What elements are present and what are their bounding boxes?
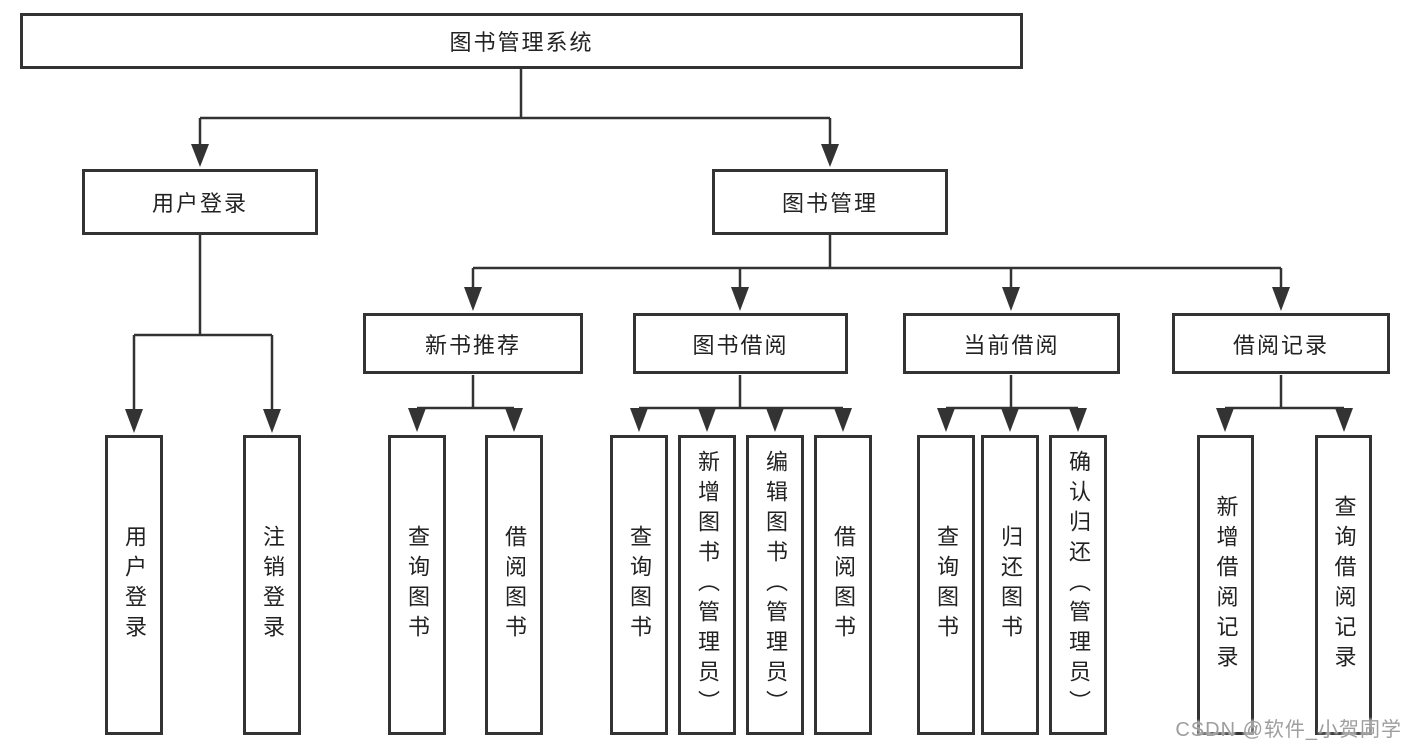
node-book-borrowing-label: 图书借阅 <box>692 332 789 358</box>
node-new-book-recommendation: 新书推荐 <box>363 313 583 374</box>
node-root: 图书管理系统 <box>20 13 1023 69</box>
leaf-return-book: 归还图书 <box>981 435 1039 735</box>
leaf-confirm-return-admin: 确认归还（管理员） <box>1049 435 1107 735</box>
node-current-borrowing-label: 当前借阅 <box>963 332 1060 358</box>
leaf-query-borrow-record: 查询借阅记录 <box>1315 435 1372 735</box>
node-book-borrowing: 图书借阅 <box>633 313 848 374</box>
csdn-watermark: CSDN @软件_小贺同学 <box>1175 719 1402 741</box>
leaf-borrow-books-2: 借阅图书 <box>814 435 872 735</box>
node-current-borrowing: 当前借阅 <box>903 313 1120 374</box>
node-borrowing-records: 借阅记录 <box>1172 313 1390 374</box>
node-user-login-label: 用户登录 <box>151 191 248 216</box>
arrowhead-icons <box>125 144 1353 433</box>
node-user-login: 用户登录 <box>82 169 318 235</box>
leaf-user-login: 用户登录 <box>105 435 163 735</box>
leaf-borrow-books-1-label: 借阅图书 <box>502 525 527 645</box>
node-book-management-label: 图书管理 <box>781 191 878 216</box>
leaf-add-borrow-record-label: 新增借阅记录 <box>1213 495 1239 675</box>
leaf-query-books-1-label: 查询图书 <box>405 525 430 645</box>
node-borrowing-records-label: 借阅记录 <box>1232 332 1329 358</box>
leaf-logout-label: 注销登录 <box>260 525 285 645</box>
leaf-user-login-label: 用户登录 <box>122 525 147 645</box>
leaf-edit-book-admin-label: 编辑图书（管理员） <box>763 450 788 720</box>
leaf-logout: 注销登录 <box>243 435 301 735</box>
leaf-query-books-2-label: 查询图书 <box>627 525 652 645</box>
node-root-label: 图书管理系统 <box>449 30 594 55</box>
leaf-query-books-1: 查询图书 <box>388 435 446 735</box>
leaf-query-books-3-label: 查询图书 <box>934 525 959 645</box>
leaf-borrow-books-1: 借阅图书 <box>485 435 543 735</box>
leaf-query-books-2: 查询图书 <box>610 435 668 735</box>
leaf-add-book-admin-label: 新增图书（管理员） <box>695 450 720 720</box>
leaf-confirm-return-admin-label: 确认归还（管理员） <box>1066 450 1091 720</box>
leaf-edit-book-admin: 编辑图书（管理员） <box>746 435 804 735</box>
leaf-return-book-label: 归还图书 <box>998 525 1023 645</box>
leaf-add-borrow-record: 新增借阅记录 <box>1197 435 1254 735</box>
node-new-book-recommendation-label: 新书推荐 <box>424 332 521 358</box>
leaf-add-book-admin: 新增图书（管理员） <box>678 435 736 735</box>
leaf-borrow-books-2-label: 借阅图书 <box>831 525 856 645</box>
leaf-query-borrow-record-label: 查询借阅记录 <box>1331 495 1357 675</box>
node-book-management: 图书管理 <box>712 169 948 235</box>
leaf-query-books-3: 查询图书 <box>917 435 975 735</box>
